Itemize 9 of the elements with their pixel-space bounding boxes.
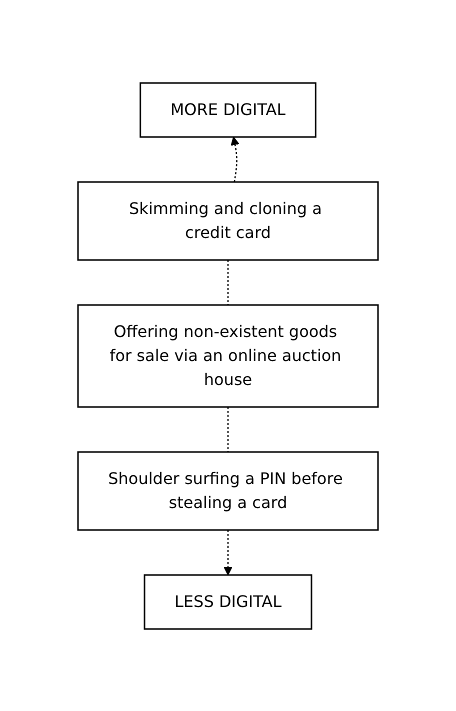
node-box: Offering non-existent goods for sale via an online auction house [77, 304, 379, 408]
arrow [224, 530, 232, 575]
node-box: Shoulder surfing a PIN before stealing a card [77, 450, 379, 530]
node-box: MORE DIGITAL [140, 82, 316, 138]
connector [227, 406, 229, 452]
node-box: LESS DIGITAL [144, 574, 312, 630]
connector [227, 260, 229, 304]
arrow [230, 136, 240, 182]
node-box: Skimming and cloning a credit card [77, 180, 379, 260]
